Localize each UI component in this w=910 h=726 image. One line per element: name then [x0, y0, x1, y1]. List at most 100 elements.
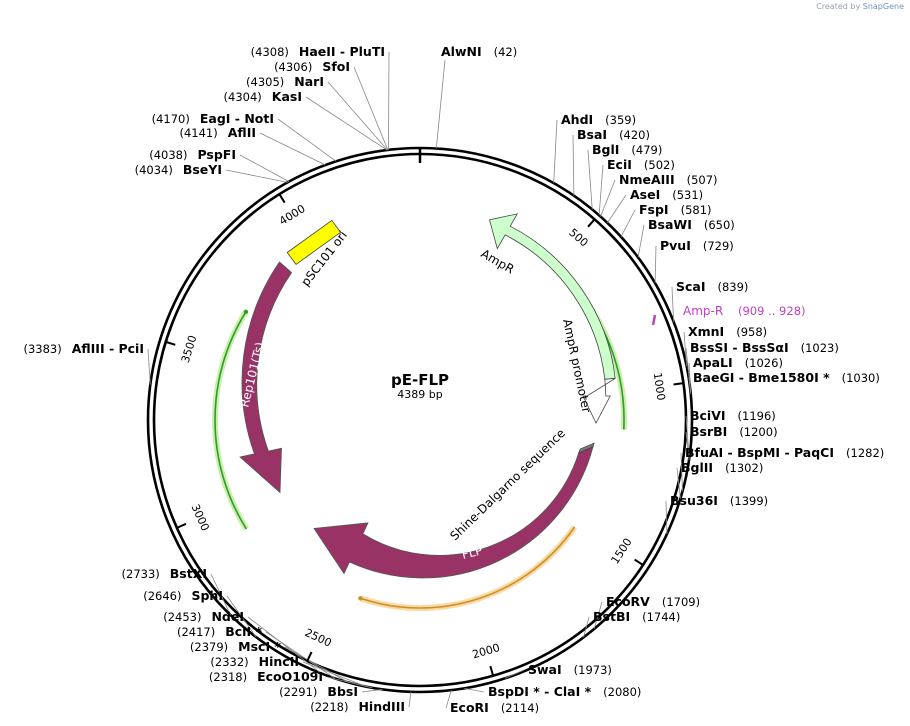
- enzyme-swai-leader: [504, 669, 525, 679]
- enzyme-bsrbi-leader: [685, 431, 690, 460]
- enzyme-pvui-name: PvuI: [660, 238, 691, 253]
- enzyme-bstxi-leader: [210, 573, 231, 616]
- rep101-track-line: [214, 311, 248, 530]
- enzyme-fspi-leader: [620, 209, 636, 237]
- enzyme-bsu36i-leader: [665, 500, 668, 534]
- enzyme-apali-label: ApaLI(1026): [693, 355, 783, 370]
- enzyme-ecori-position: (2114): [501, 701, 539, 715]
- enzyme-ndei-position: (2453): [163, 610, 201, 624]
- enzyme-nari-name: NarI: [294, 74, 324, 89]
- enzyme-haeii-pluti-position: (4308): [251, 45, 289, 59]
- enzyme-haeii-pluti-leader: [388, 51, 390, 150]
- enzyme-labels: AlwNI(42)AhdI(359)BsaI(420)BglI(479)EciI…: [23, 44, 884, 715]
- enzyme-bcli-label: (2417)BclI *: [177, 624, 262, 639]
- tick-mark-4000: [278, 193, 286, 204]
- enzyme-bsssi-bsss-i-label: BssSI - BssSαI(1023): [690, 340, 839, 355]
- feature-rep101-arrow: [239, 261, 293, 494]
- feature-shine-dalgarno-label: Shine-Dalgarno sequence: [447, 426, 568, 543]
- enzyme-bsu36i-position: (1399): [730, 494, 768, 508]
- enzyme-bseyi-leader: [225, 169, 288, 183]
- enzyme-bspdi-clai-name: BspDI * - ClaI *: [488, 684, 592, 699]
- enzyme-scai-leader: [671, 286, 674, 322]
- enzyme-ecori-label: EcoRI(2114): [450, 700, 539, 715]
- enzyme-bseyi-position: (4034): [135, 163, 173, 177]
- enzyme-ecorv-position: (1709): [662, 595, 700, 609]
- enzyme-hindiii-position: (2218): [310, 700, 348, 714]
- enzyme-bgli-label: BglI(479): [592, 142, 662, 157]
- enzyme-baegi-bme1580i-label: BaeGI - Bme1580I *(1030): [693, 370, 880, 385]
- enzyme-sfoi-name: SfoI: [322, 59, 350, 74]
- enzyme-nmeaiii-position: (507): [687, 173, 718, 187]
- enzyme-ndei-leader: [247, 616, 322, 674]
- enzyme-ecoo109i-label: (2318)EcoO109I: [209, 669, 323, 684]
- enzyme-afliii-pcii-position: (3383): [23, 342, 61, 356]
- plasmid-name: pE-FLP: [391, 371, 449, 389]
- enzyme-afliii-pcii-name: AflIII - PciI: [72, 341, 144, 356]
- enzyme-pspfi-label: (4038)PspFI: [149, 147, 236, 162]
- enzyme-bglii-name: BglII: [681, 460, 713, 475]
- enzyme-eagi-noti-position: (4170): [152, 112, 190, 126]
- enzyme-sfoi-leader: [353, 66, 389, 151]
- enzyme-bsai-label: BsaI(420): [577, 127, 650, 142]
- enzyme-bglii-leader: [676, 467, 681, 499]
- enzyme-bfuai-bspmi-paqci-leader: [680, 452, 683, 492]
- enzyme-bglii-label: BglII (1302): [681, 460, 763, 475]
- feature-flp-label: FLP: [460, 543, 484, 562]
- feature-ampr-promoter-arrow: [582, 378, 616, 424]
- enzyme-fspi-label: FspI(581): [639, 202, 712, 217]
- enzyme-haeii-pluti-label: (4308) HaeII - PluTI: [251, 44, 385, 59]
- enzyme-bgli-name: BglI: [592, 142, 619, 157]
- rep101-track-head: [243, 309, 249, 314]
- tick-label-1000: 1000: [651, 372, 668, 402]
- enzyme-bbsi-position: (2291): [279, 685, 317, 699]
- enzyme-swai-name: SwaI: [528, 662, 562, 677]
- enzyme-nari-position: (4305): [246, 75, 284, 89]
- enzyme-bstxi-label: (2733)BstXI: [122, 566, 207, 581]
- enzyme-scai-name: ScaI: [676, 279, 706, 294]
- enzyme-afliii-pcii-leader: [147, 348, 151, 385]
- enzyme-ndei-label: (2453)NdeI: [163, 609, 244, 624]
- tick-mark-2500: [306, 651, 313, 662]
- enzyme-alwni-position: (42): [494, 45, 518, 59]
- enzyme-hincii-label: (2332)HincII: [210, 654, 299, 669]
- enzyme-bfuai-bspmi-paqci-position: (1282): [846, 446, 884, 460]
- enzyme-scai-label: ScaI(839): [676, 279, 748, 294]
- enzyme-xmni-position: (958): [736, 325, 767, 339]
- enzyme-bstbi-name: BstBI: [593, 609, 630, 624]
- enzyme-pspfi-leader: [239, 154, 290, 182]
- enzyme-bfuai-bspmi-paqci-name: BfuAI - BspMI - PaqCI: [685, 445, 834, 460]
- enzyme-bstxi-position: (2733): [122, 567, 160, 581]
- enzyme-bsawi-position: (650): [704, 218, 735, 232]
- enzyme-bcli-position: (2417): [177, 625, 215, 639]
- enzyme-msci-name: MscI *: [238, 639, 281, 654]
- enzyme-aflii-name: AflII: [228, 125, 256, 140]
- enzyme-ecii-name: EciI: [607, 157, 632, 172]
- enzyme-eagi-noti-label: (4170)EagI - NotI: [152, 111, 274, 126]
- enzyme-bsawi-name: BsaWI: [648, 217, 692, 232]
- enzyme-bsu36i-name: Bsu36I: [670, 493, 718, 508]
- enzyme-ecori-leader: [445, 690, 452, 709]
- enzyme-hindiii-label: (2218)HindIII: [310, 699, 405, 714]
- enzyme-baegi-bme1580i-name: BaeGI - Bme1580I *: [693, 370, 830, 385]
- enzyme-afliii-pcii-label: (3383) AflIII - PciI: [23, 341, 144, 356]
- enzyme-leader-lines: [147, 51, 692, 709]
- enzyme-bglii-position: (1302): [725, 461, 763, 475]
- enzyme-msci-position: (2379): [190, 640, 228, 654]
- tick-mark-1000: [673, 382, 684, 386]
- enzyme-bsssi-bsss-i-name: BssSI - BssSαI: [690, 340, 789, 355]
- enzyme-swai-label: SwaI(1973): [528, 662, 612, 677]
- enzyme-sfoi-label: (4306)SfoI: [274, 59, 350, 74]
- enzyme-haeii-pluti-name: HaeII - PluTI: [299, 44, 385, 59]
- enzyme-ecorv-leader: [593, 601, 603, 630]
- enzyme-xmni-leader: [683, 331, 687, 367]
- enzyme-sphi-label: (2646)SphI: [143, 588, 223, 603]
- enzyme-bspdi-clai-label: BspDI * - ClaI *(2080): [488, 684, 641, 699]
- enzyme-pvui-label: PvuI(729): [660, 238, 734, 253]
- enzyme-kasi-position: (4304): [224, 90, 262, 104]
- enzyme-asei-name: AseI: [630, 187, 660, 202]
- tick-label-2000: 2000: [471, 641, 501, 661]
- primer-amp-r-name: Amp-R: [683, 304, 723, 318]
- enzyme-bcivi-leader: [685, 415, 690, 459]
- enzyme-ecii-position: (502): [644, 158, 675, 172]
